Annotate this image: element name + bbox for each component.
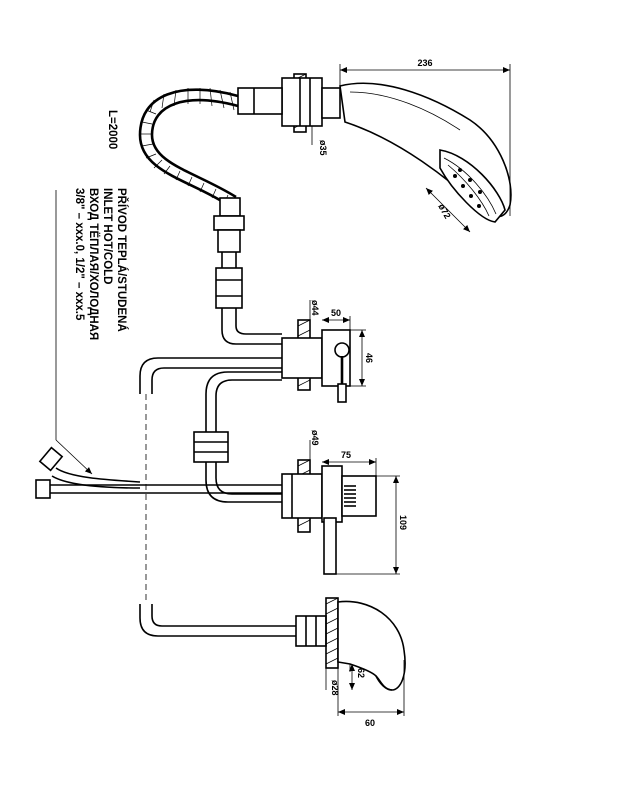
shower-hose-sleeve [237, 87, 283, 115]
connecting-pipes [139, 357, 296, 637]
spout: 60 62 ø28 [295, 597, 406, 728]
spout-body [337, 600, 406, 691]
shower-thread-dim: ø35 [318, 140, 328, 156]
inlet-label-line1: PŘÍVOD TEPLÁ/STUDENÁ [115, 188, 128, 332]
mixer-depth-dim: 75 [341, 450, 351, 460]
hose-length-label: L=2000 [106, 110, 118, 149]
mixer-height-dim: 109 [398, 515, 408, 530]
flexible-hose: L=2000 [106, 87, 282, 345]
spout-dia-dim: ø28 [330, 680, 340, 696]
mixer-body [341, 475, 377, 517]
pipe-coupling [193, 431, 229, 463]
shower-length-dim: 236 [417, 58, 432, 68]
spout-height-dim: 62 [356, 668, 366, 678]
diverter: 50 46 ø44 [281, 300, 374, 403]
inlet-hose-end [35, 479, 51, 499]
mixer-dia-dim: ø49 [310, 430, 320, 446]
hose-nut [215, 267, 243, 309]
inlet-label-line3: ВХОД ТЁПЛАЯ/ХОЛОДНАЯ [87, 188, 100, 340]
inlet-label-line4: 3/8" – xxx.0, 1/2" – xxx.5 [73, 188, 85, 321]
diverter-depth-dim: 50 [331, 308, 341, 318]
shower-head [439, 149, 506, 223]
diverter-height-dim: 46 [364, 353, 374, 363]
diverter-dia-dim: ø44 [310, 300, 320, 316]
shower-head-dim: ø72 [436, 202, 452, 220]
inlet-label-line2: INLET HOT/COLD [101, 188, 113, 284]
diverter-body [321, 329, 351, 387]
mixer: 75 109 ø49 [281, 430, 408, 575]
inlet-hose: PŘÍVOD TEPLÁ/STUDENÁ INLET HOT/COLD ВХОД… [35, 188, 282, 499]
mixer-grip [344, 485, 356, 507]
spout-length-dim: 60 [365, 718, 375, 728]
hand-shower: 236 ø35 ø72 [237, 58, 512, 233]
hose-winding [140, 87, 235, 205]
shower-connector [281, 77, 323, 127]
mixer-lever [323, 517, 337, 575]
